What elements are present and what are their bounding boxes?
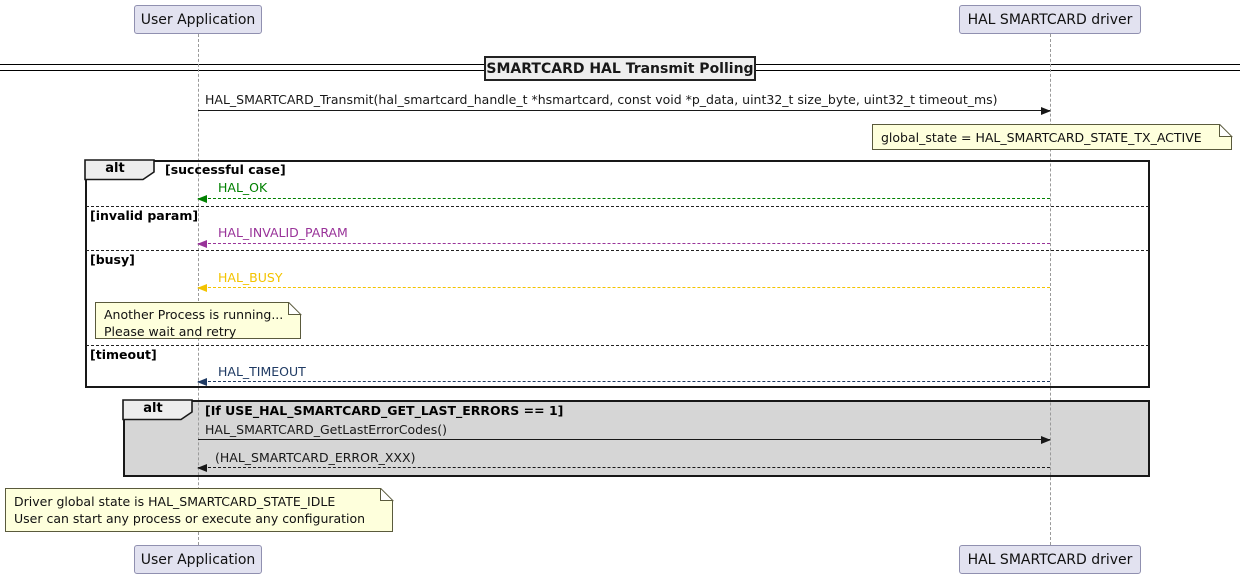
message-error-xxx-arrow [197, 464, 1050, 472]
alt-pentagon-icon [84, 159, 155, 181]
message-transmit-arrow [198, 107, 1051, 115]
participant-label: HAL SMARTCARD driver [967, 11, 1133, 28]
note-tx-active: global_state = HAL_SMARTCARD_STATE_TX_AC… [872, 124, 1232, 150]
message-hal-invalid-param-arrow [197, 240, 1050, 248]
note-fold-icon [1219, 124, 1232, 137]
alt1-guard-successful: [successful case] [165, 162, 286, 177]
participant-label: User Application [140, 551, 256, 568]
note-idle-line1: Driver global state is HAL_SMARTCARD_STA… [14, 494, 336, 509]
message-hal-timeout-label: HAL_TIMEOUT [218, 364, 306, 379]
alt1-frame [85, 160, 1150, 388]
alt1-divider-timeout [86, 345, 1149, 346]
note-busy-line2: Please wait and retry [104, 324, 237, 339]
note-fold-icon [288, 302, 301, 315]
note-idle-state: Driver global state is HAL_SMARTCARD_STA… [5, 488, 393, 532]
message-hal-busy-label: HAL_BUSY [218, 270, 283, 285]
message-hal-ok-label: HAL_OK [218, 180, 268, 195]
message-hal-busy-arrow [197, 284, 1050, 292]
participant-label: User Application [140, 11, 256, 28]
message-transmit-label: HAL_SMARTCARD_Transmit(hal_smartcard_han… [205, 92, 998, 107]
message-hal-invalid-param-label: HAL_INVALID_PARAM [218, 225, 348, 240]
alt2-label: alt [143, 401, 163, 416]
alt2-frame-background [123, 400, 1150, 477]
note-fold-icon [380, 488, 393, 501]
message-error-xxx-label: (HAL_SMARTCARD_ERROR_XXX) [215, 450, 416, 465]
alt1-label-tab: alt [84, 159, 156, 185]
participant-user-application-bottom: User Application [134, 545, 262, 574]
participant-hal-driver-bottom: HAL SMARTCARD driver [959, 545, 1141, 574]
note-busy-line1: Another Process is running... [104, 307, 284, 322]
message-hal-ok-arrow [197, 195, 1050, 203]
diagram-title-text: SMARTCARD HAL Transmit Polling [486, 60, 754, 77]
diagram-title: SMARTCARD HAL Transmit Polling [484, 56, 756, 81]
participant-user-application-top: User Application [134, 5, 262, 34]
alt1-guard-timeout: [timeout] [90, 347, 157, 362]
participant-label: HAL SMARTCARD driver [967, 551, 1133, 568]
message-get-last-errors-label: HAL_SMARTCARD_GetLastErrorCodes() [205, 422, 448, 437]
lifeline-hal-driver [1050, 34, 1051, 545]
note-idle-line2: User can start any process or execute an… [14, 511, 366, 526]
alt1-guard-invalid-param: [invalid param] [90, 208, 199, 223]
alt1-guard-busy: [busy] [90, 252, 135, 267]
alt-pentagon-icon [122, 399, 193, 421]
alt1-label: alt [105, 161, 125, 176]
alt2-guard: [If USE_HAL_SMARTCARD_GET_LAST_ERRORS ==… [205, 403, 564, 418]
alt1-divider-busy [86, 250, 1149, 251]
note-tx-active-text: global_state = HAL_SMARTCARD_STATE_TX_AC… [881, 130, 1202, 145]
participant-hal-driver-top: HAL SMARTCARD driver [959, 5, 1141, 34]
alt1-divider-invalid-param [86, 206, 1149, 207]
message-get-last-errors-arrow [198, 436, 1051, 444]
alt2-frame [123, 400, 1150, 477]
note-busy: Another Process is running... Please wai… [95, 302, 301, 339]
alt2-label-tab: alt [122, 399, 194, 425]
message-hal-timeout-arrow [197, 378, 1050, 386]
